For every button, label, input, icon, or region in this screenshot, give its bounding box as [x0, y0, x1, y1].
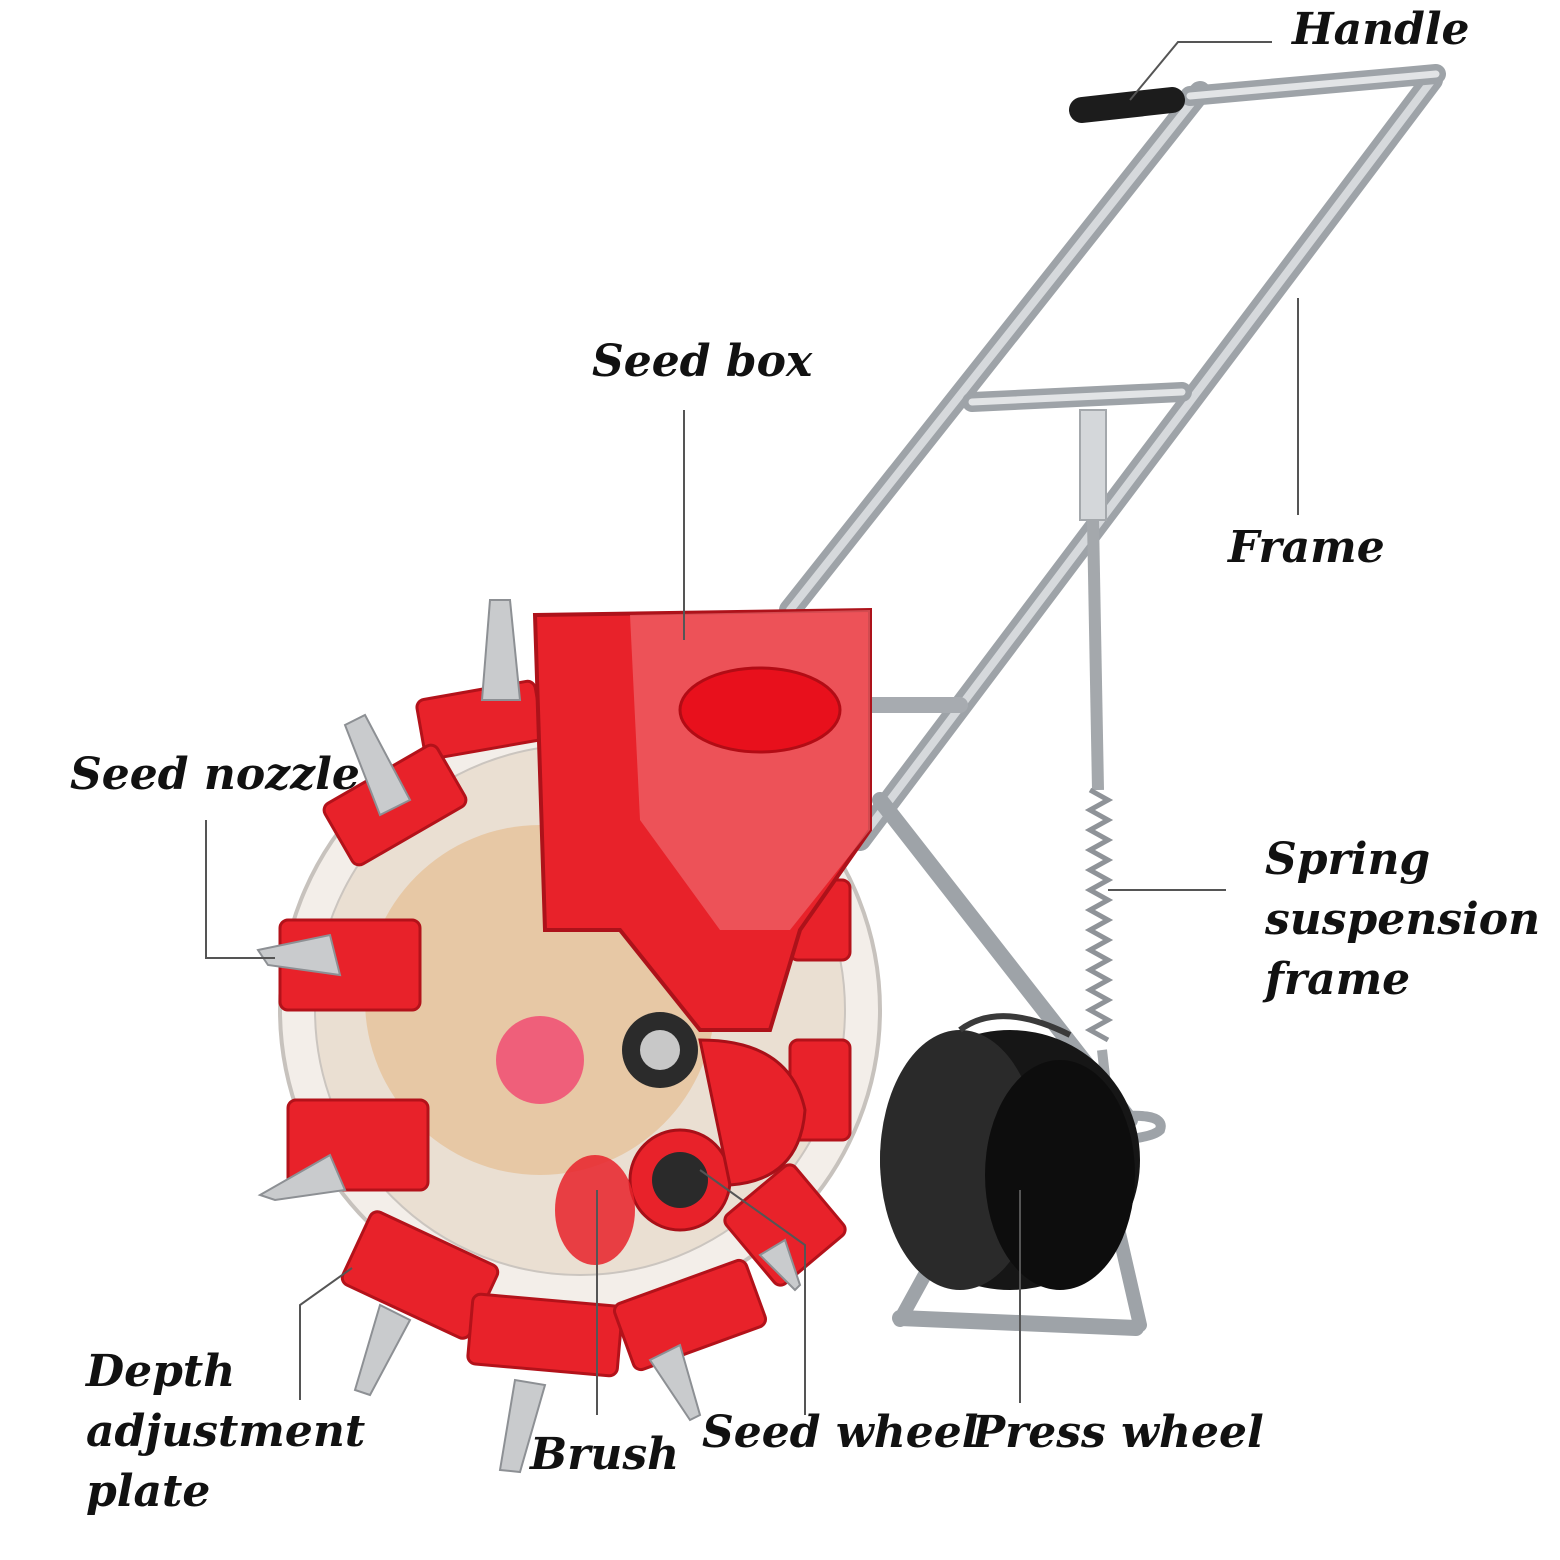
leader-lines — [205, 41, 1299, 1415]
spring-suspension — [1079, 409, 1115, 1121]
label-depth-line-1: Depth — [86, 1346, 236, 1397]
label-seed-nozzle: Seed nozzle — [70, 749, 360, 800]
label-depth-line-2: adjustment — [86, 1406, 366, 1457]
label-spring-line-3: frame — [1265, 954, 1411, 1005]
seed-box — [532, 607, 872, 1187]
label-handle: Handle — [1292, 4, 1470, 55]
label-frame: Frame — [1228, 522, 1385, 573]
label-depth-line-3: plate — [86, 1466, 211, 1517]
label-seed-wheel: Seed wheel — [702, 1407, 979, 1458]
label-seed-box: Seed box — [592, 336, 813, 387]
handle-grip — [1069, 87, 1185, 123]
label-brush: Brush — [530, 1429, 680, 1480]
leader-depth-plate — [299, 1267, 353, 1400]
label-press-wheel: Press wheel — [972, 1407, 1264, 1458]
press-wheel — [880, 1013, 1140, 1290]
leader-seed-wheel — [699, 1169, 806, 1415]
label-spring-line-1: Spring — [1265, 834, 1431, 885]
leader-seed-nozzle — [205, 820, 275, 959]
label-spring-suspension-frame: Spring suspension frame — [1265, 830, 1540, 1010]
leader-handle — [1129, 41, 1272, 101]
label-spring-line-2: suspension — [1265, 894, 1541, 945]
label-depth-adjustment-plate: Depth adjustment plate — [86, 1342, 365, 1522]
